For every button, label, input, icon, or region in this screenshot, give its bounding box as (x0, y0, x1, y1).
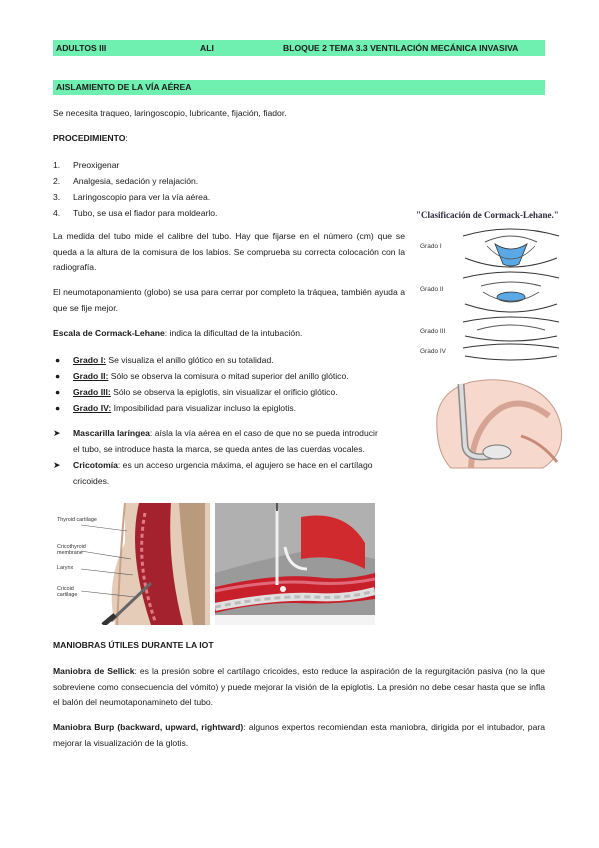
cormack-grades-list: ●Grado I: Se visualiza el anillo glótico… (53, 352, 349, 416)
section-title-maneuvers: MANIOBRAS ÚTILES DURANTE LA IOT (53, 640, 214, 650)
devices-list: ➤ Mascarilla laríngea: aísla la vía aére… (53, 425, 425, 489)
grade-label: Grado IV (420, 348, 447, 355)
laryngeal-mask-illustration (436, 379, 563, 469)
tube-size-paragraph: La medida del tubo mide el calibre del t… (53, 231, 405, 273)
burp-paragraph: Maniobra Burp (backward, upward, rightwa… (53, 722, 546, 748)
label-cricoid-cartilage: Cricoid cartilage (57, 586, 78, 598)
procedure-heading: PROCEDIMIENTO: (53, 133, 128, 143)
list-item: ●Grado III: Sólo se observa la epiglotis… (55, 387, 338, 397)
grade-label: Grado III (420, 328, 446, 335)
arrow-bullet-icon: ➤ (53, 460, 61, 470)
list-item: 1.Preoxigenar (53, 160, 120, 170)
intro-text: Se necesita traqueo, laringoscopio, lubr… (53, 108, 287, 118)
list-item: 2.Analgesia, sedación y relajación. (53, 176, 199, 186)
header-topic: BLOQUE 2 TEMA 3.3 VENTILACIÓN MECÁNICA I… (283, 43, 519, 53)
cormack-scale-line: Escala de Cormack-Lehane: indica la difi… (53, 328, 303, 338)
cuff-paragraph: El neumotaponamiento (globo) se usa para… (53, 287, 405, 313)
list-item: ➤ Mascarilla laríngea: aísla la vía aére… (53, 425, 425, 457)
grade-label: Grado I (420, 243, 442, 250)
cormack-lehane-grades-illustration (462, 228, 560, 361)
header-author: ALI (200, 43, 214, 53)
procedure-steps: 1.Preoxigenar 2.Analgesia, sedación y re… (53, 157, 217, 221)
label-thyroid-cartilage: Thyroid cartilage (57, 517, 97, 523)
list-item: ●Grado II: Sólo se observa la comisura o… (55, 371, 349, 381)
cormack-figure-caption: "Clasificación de Cormack-Lehane." (416, 210, 559, 220)
airway-sagittal-illustration (215, 503, 375, 625)
section-title-airway: AISLAMIENTO DE LA VÍA AÉREA (53, 80, 545, 95)
arrow-bullet-icon: ➤ (53, 428, 61, 438)
list-item: ●Grado IV: Imposibilidad para visualizar… (55, 403, 297, 413)
grade-label: Grado II (420, 286, 444, 293)
list-item: ➤ Cricotomía: es un acceso urgencia máxi… (53, 457, 425, 489)
list-item: 3.Laringoscopio para ver la vía aérea. (53, 192, 211, 202)
header-course: ADULTOS III (56, 43, 107, 53)
list-item: ●Grado I: Se visualiza el anillo glótico… (55, 355, 274, 365)
label-larynx: Larynx (57, 565, 74, 571)
sellick-paragraph: Maniobra de Sellick: es la presión sobre… (53, 666, 545, 708)
cricothyrotomy-illustration (55, 503, 210, 625)
list-item: 4.Tubo, se usa el fiador para moldearlo. (53, 208, 218, 218)
page-header: ADULTOS III ALI BLOQUE 2 TEMA 3.3 VENTIL… (53, 40, 545, 56)
label-cricothyroid-membrane: Cricothyroid membrane (57, 544, 86, 556)
